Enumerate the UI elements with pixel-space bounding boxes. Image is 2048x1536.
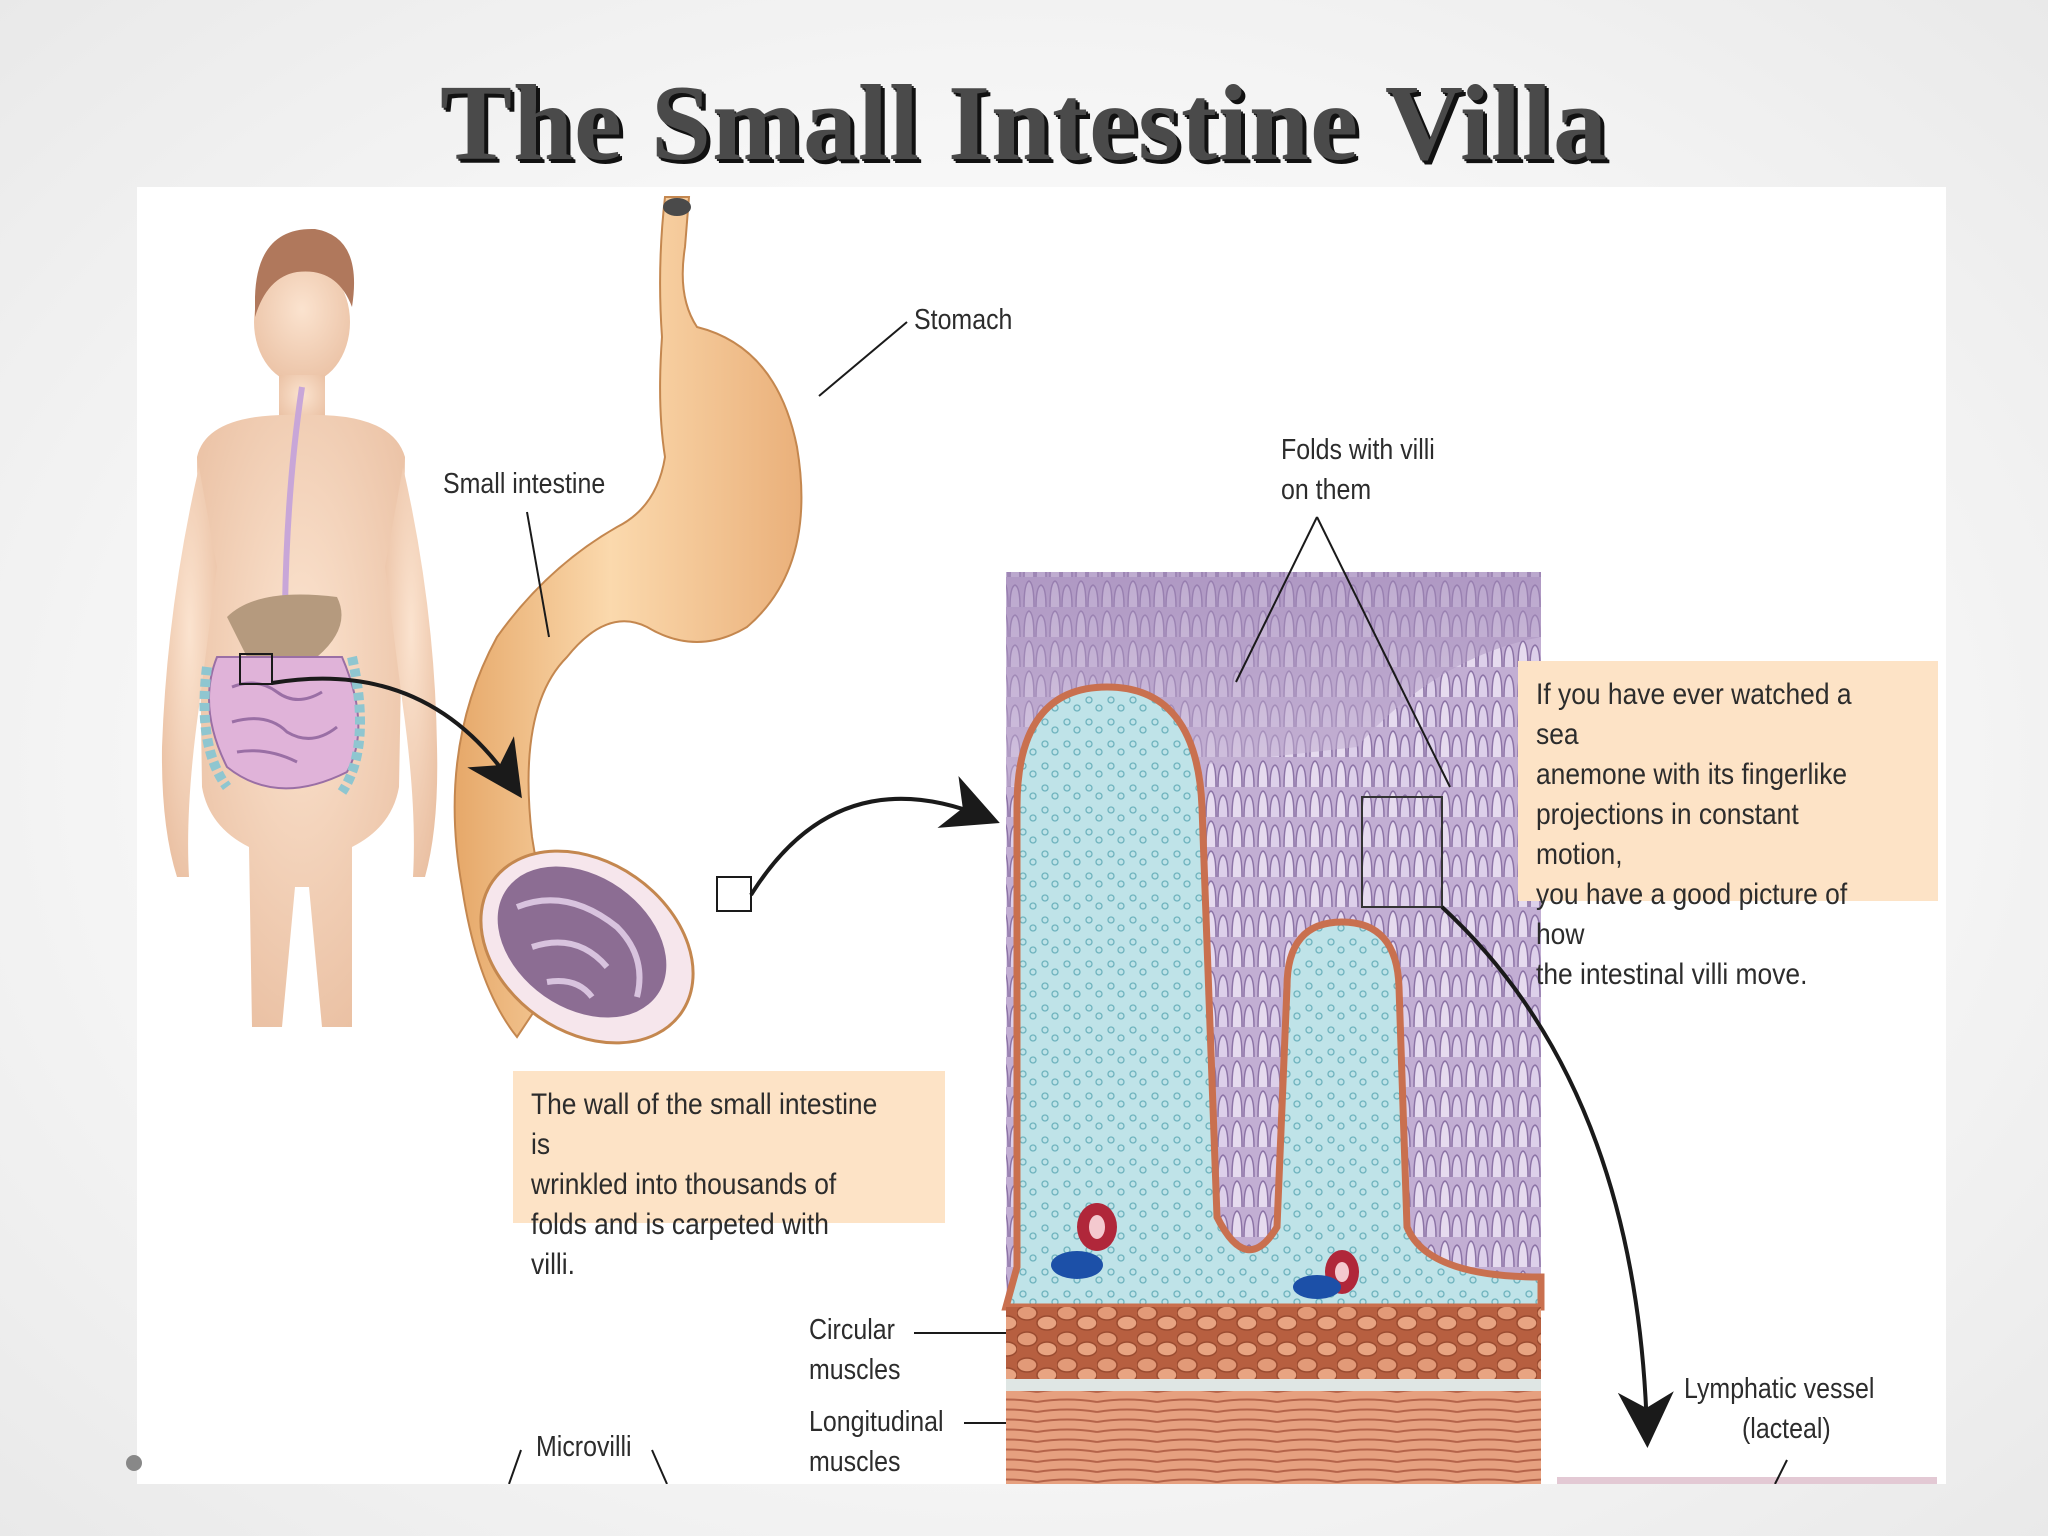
label-microvilli: Microvilli: [536, 1431, 632, 1463]
callout-intestine-wall-text: The wall of the small intestine is wrink…: [531, 1088, 878, 1281]
anatomy-figure: Stomach Small intestine Folds with villi…: [137, 187, 1946, 1484]
label-lymphatic-line2: (lacteal): [1742, 1413, 1831, 1445]
label-small-intestine: Small intestine: [443, 468, 606, 500]
callout-sea-anemone: If you have ever watched a sea anemone w…: [1518, 661, 1938, 991]
label-folds-line2: on them: [1281, 474, 1372, 506]
label-circular-line2: muscles: [809, 1354, 901, 1386]
villi-cross-section: [1001, 572, 1545, 1484]
human-figure: [161, 228, 438, 1027]
bullet-dot: [126, 1455, 142, 1471]
label-folds-line1: Folds with villi: [1281, 434, 1435, 466]
label-longitudinal-line1: Longitudinal: [809, 1406, 944, 1438]
callout-sea-anemone-text: If you have ever watched a sea anemone w…: [1536, 678, 1852, 991]
flow-arrows: [271, 676, 1674, 1448]
label-stomach: Stomach: [914, 304, 1013, 336]
callout-intestine-wall: The wall of the small intestine is wrink…: [513, 1071, 945, 1281]
label-circular-line1: Circular: [809, 1314, 895, 1346]
label-lymphatic-line1: Lymphatic vessel: [1684, 1373, 1875, 1405]
slide-title: The Small Intestine Villa: [439, 64, 1609, 183]
label-longitudinal-line2: muscles: [809, 1446, 901, 1478]
stomach-intestine-drawing: [453, 196, 803, 1045]
leader-lines: [508, 321, 1788, 1484]
anatomy-illustration: [161, 196, 1937, 1484]
